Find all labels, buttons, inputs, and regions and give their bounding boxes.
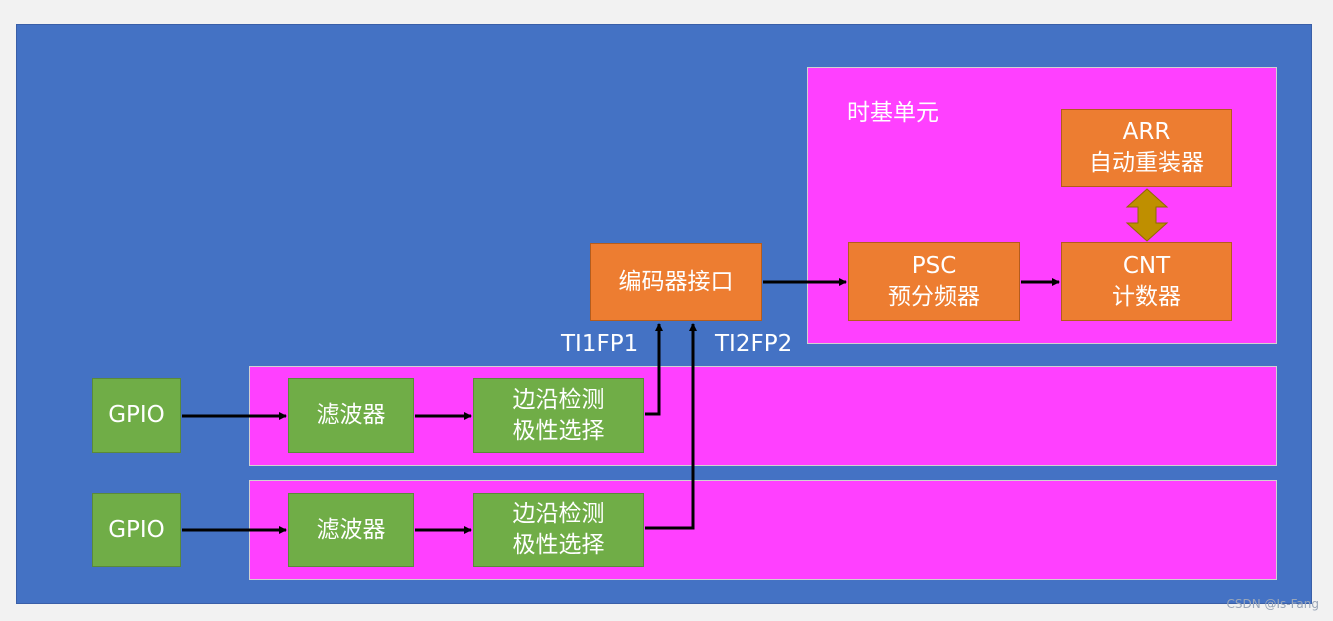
arr-label: ARR — [1122, 119, 1171, 145]
psc-label: PSC — [911, 252, 957, 279]
time-base-title: 时基单元 — [847, 100, 939, 126]
ti1fp1-label: TI1FP1 — [561, 331, 639, 357]
psc-block: PSC 预分频器 — [848, 242, 1020, 321]
psc-sublabel: 预分频器 — [888, 283, 980, 310]
channel-1-filter-block: 滤波器 — [288, 378, 414, 453]
cnt-block: CNT 计数器 — [1061, 242, 1232, 321]
channel-2-filter-label: 滤波器 — [316, 516, 386, 543]
channel-2-edge-detect-block: 边沿检测 极性选择 — [473, 493, 644, 567]
channel-1-gpio-block: GPIO — [92, 378, 181, 453]
channel-1-edge-label: 边沿检测 — [512, 386, 605, 413]
channel-1-polarity-label: 极性选择 — [512, 417, 605, 444]
cnt-sublabel: 计数器 — [1112, 283, 1181, 310]
channel-2-edge-label: 边沿检测 — [512, 501, 605, 527]
encoder-interface-label: 编码器接口 — [618, 268, 734, 295]
channel-1-gpio-label: GPIO — [108, 402, 165, 428]
encoder-interface-block: 编码器接口 — [590, 243, 762, 321]
cnt-label: CNT — [1122, 252, 1171, 279]
channel-1-edge-detect-block: 边沿检测 极性选择 — [473, 378, 644, 453]
watermark: CSDN @Is-Fang — [1226, 597, 1319, 611]
arr-cnt-bidirectional-arrow — [1125, 188, 1169, 242]
channel-2-gpio-block: GPIO — [92, 493, 181, 567]
ti1fp1-arrow — [645, 323, 663, 416]
channel-2-filter-block: 滤波器 — [288, 493, 414, 567]
arr-sublabel: 自动重装器 — [1089, 150, 1204, 176]
arr-block: ARR 自动重装器 — [1061, 109, 1232, 187]
ti2fp2-arrow — [645, 323, 697, 530]
channel-2-polarity-label: 极性选择 — [512, 532, 605, 558]
channel-1-filter-label: 滤波器 — [316, 402, 386, 428]
ti2fp2-label: TI2FP2 — [715, 331, 793, 357]
channel-2-gpio-label: GPIO — [108, 516, 165, 543]
